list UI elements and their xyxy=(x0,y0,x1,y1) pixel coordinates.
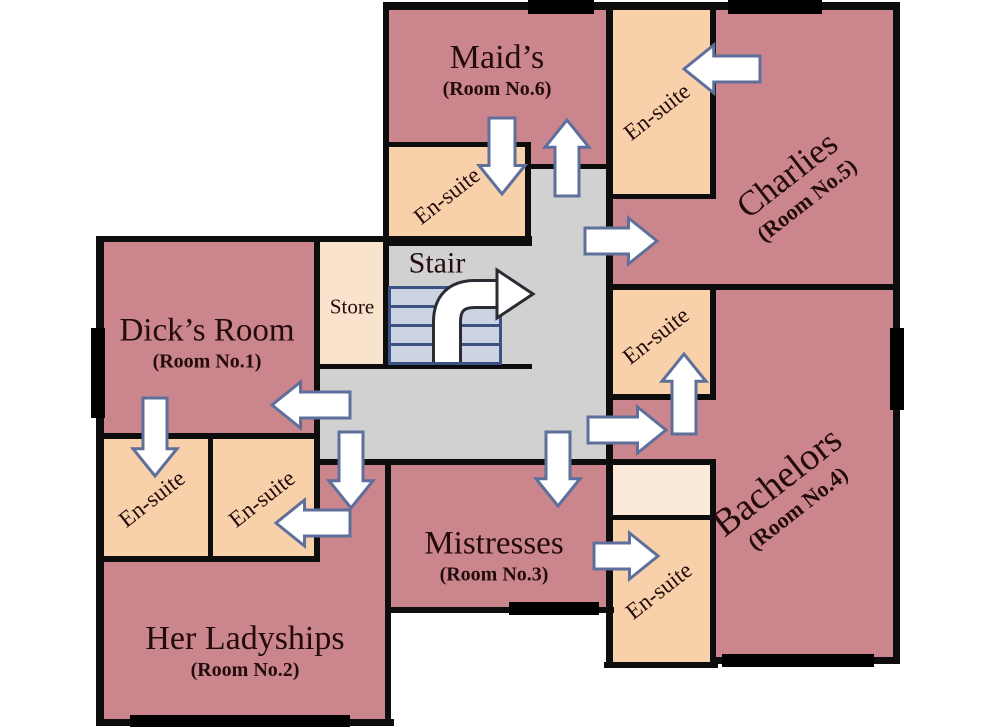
label-stair: Stair xyxy=(408,246,466,280)
room-number: (Room No.6) xyxy=(442,77,552,100)
room-number: (Room No.3) xyxy=(439,563,549,586)
room-store xyxy=(318,240,386,366)
wall xyxy=(604,662,718,668)
label-maids: Maid’s (Room No.6) xyxy=(442,38,552,100)
hallway-lower xyxy=(318,366,612,462)
wall xyxy=(383,241,532,246)
window-marker xyxy=(509,602,599,615)
window-marker xyxy=(728,0,822,14)
room-name: Dick’s Room xyxy=(119,312,295,349)
room-charlies-ensuite xyxy=(608,6,713,198)
room-her-ladyships-arm xyxy=(318,461,390,561)
label-store: Store xyxy=(329,294,375,319)
window-marker xyxy=(890,328,904,410)
window-marker xyxy=(722,654,874,667)
wall xyxy=(316,364,532,369)
label-dicks: Dick’s Room (Room No.1) xyxy=(119,312,295,373)
wall xyxy=(606,284,900,290)
room-her-ladyships xyxy=(98,558,390,724)
stair-tread xyxy=(388,343,502,365)
room-number: (Room No.1) xyxy=(152,350,262,373)
label-mistresses: Mistresses (Room No.3) xyxy=(424,525,564,586)
wall xyxy=(383,2,900,10)
wall xyxy=(314,236,320,562)
wall xyxy=(606,2,613,666)
wall xyxy=(383,2,389,368)
wall xyxy=(316,459,716,465)
wall xyxy=(606,515,716,520)
wall xyxy=(606,194,716,199)
room-name: Her Ladyships xyxy=(145,619,345,657)
wall xyxy=(96,433,320,439)
room-number: (Room No.2) xyxy=(190,658,300,681)
wall xyxy=(710,459,716,668)
hallway-upper xyxy=(527,166,612,246)
wall xyxy=(606,394,716,400)
wall xyxy=(385,459,391,726)
room-small-closet xyxy=(608,461,713,518)
label-her-ladyships: Her Ladyships (Room No.2) xyxy=(145,619,345,681)
wall xyxy=(525,142,531,246)
wall xyxy=(710,284,716,399)
window-marker xyxy=(130,715,350,727)
wall xyxy=(96,236,104,726)
wall xyxy=(710,2,716,199)
wall xyxy=(385,607,614,613)
wall xyxy=(525,164,612,169)
room-name: Maid’s xyxy=(449,38,545,76)
window-marker xyxy=(528,0,594,14)
wall xyxy=(96,556,320,562)
room-name: Mistresses xyxy=(424,525,564,562)
window-marker xyxy=(91,328,105,418)
wall xyxy=(208,435,213,561)
wall xyxy=(383,142,531,147)
